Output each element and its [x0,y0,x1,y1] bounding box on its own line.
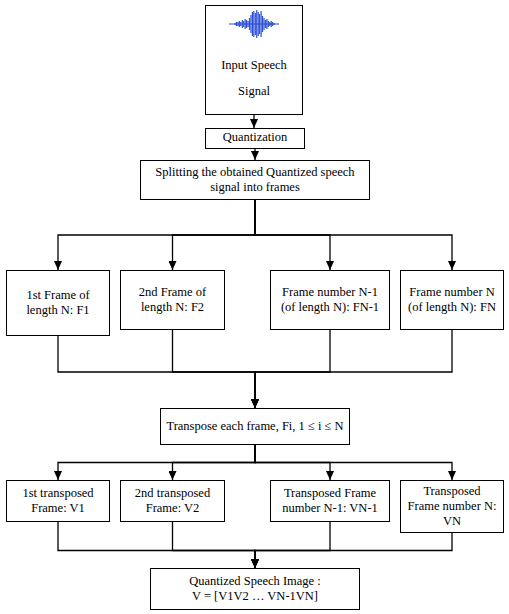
waveform-stroke [263,18,264,30]
waveform-stroke [245,19,246,29]
node-text: 1st Frame of length N: F1 [12,288,104,318]
transposed-frame-box: Transposed Frame number N-1: VN-1 [270,480,390,522]
waveform-stroke [253,11,254,37]
frame-box: Frame number N (of length N): FN [400,270,504,330]
node-text: V = [V1V2 … VN-1VN] [192,589,318,604]
process-box: Splitting the obtained Quantized speech … [140,160,370,200]
waveform-stroke [252,12,253,36]
waveform-stroke [240,22,241,26]
output-box: Quantized Speech Image :V = [V1V2 … VN-1… [150,568,360,610]
node-text: Frame number N (of length N): FN [406,285,498,315]
waveform-stroke [246,20,247,28]
node-text: 1st transposed Frame: V1 [12,486,104,516]
waveform-stroke [236,22,237,26]
flow-arrow [255,330,330,408]
waveform-stroke [261,11,262,37]
waveform-stroke [271,21,272,27]
waveform-stroke [274,23,275,25]
node-text: Transposed Frame number N: VN [406,484,498,529]
flow-arrow [58,445,255,480]
node-text: Transpose each frame, Fi, 1 ≤ i ≤ N [166,419,343,434]
transposed-frame-box: Transposed Frame number N: VN [400,480,504,533]
waveform-stroke [262,16,263,32]
flow-arrow [58,522,255,568]
waveform-stroke [239,21,240,27]
waveform-stroke [272,22,273,26]
waveform-stroke [234,23,235,25]
waveform-stroke [237,22,238,26]
waveform-stroke [256,10,257,38]
process-box: Quantization [205,128,305,149]
flow-arrow [255,200,452,270]
node-text: Quantized Speech Image : [189,574,321,589]
input-box: Input Speech Signal [205,5,303,115]
flow-arrow [58,200,255,270]
waveform-strokes [235,10,274,38]
flow-arrow [255,522,330,568]
waveform-stroke [266,19,267,29]
waveform-stroke [242,20,243,28]
waveform-stroke [268,21,269,27]
frame-box: 1st Frame of length N: F1 [6,270,110,336]
waveform-stroke [247,21,248,27]
waveform-stroke [265,20,266,28]
node-text: Splitting the obtained Quantized speech … [146,165,364,195]
waveform-stroke [249,18,250,30]
process-box: Transpose each frame, Fi, 1 ≤ i ≤ N [160,408,350,445]
node-text: Frame number N-1 (of length N): FN-1 [276,285,384,315]
node-text: Input Speech Signal [211,52,297,104]
waveform-stroke [258,12,259,36]
flow-arrow [173,330,256,408]
waveform-stroke [243,21,244,27]
waveform-stroke [250,15,251,33]
flow-arrow [173,522,256,568]
flow-arrow [253,115,254,128]
waveform-icon [229,9,279,39]
node-text: Transposed Frame number N-1: VN-1 [276,486,384,516]
node-text: Quantization [223,130,288,145]
transposed-frame-box: 1st transposed Frame: V1 [6,480,110,522]
frame-box: Frame number N-1 (of length N): FN-1 [270,270,390,330]
flow-arrow [255,533,452,568]
flow-arrow [255,330,452,408]
flow-arrow [173,445,256,480]
flow-arrow [173,200,256,270]
transposed-frame-box: 2nd transposed Frame: V2 [120,480,225,522]
waveform-stroke [259,14,260,34]
frame-box: 2nd Frame of length N: F2 [120,270,225,330]
waveform-stroke [269,22,270,26]
waveform-stroke [255,13,256,35]
flow-arrow [254,149,255,160]
node-text: 2nd transposed Frame: V2 [126,486,219,516]
flow-arrow [255,445,452,480]
node-text: 2nd Frame of length N: F2 [126,285,219,315]
